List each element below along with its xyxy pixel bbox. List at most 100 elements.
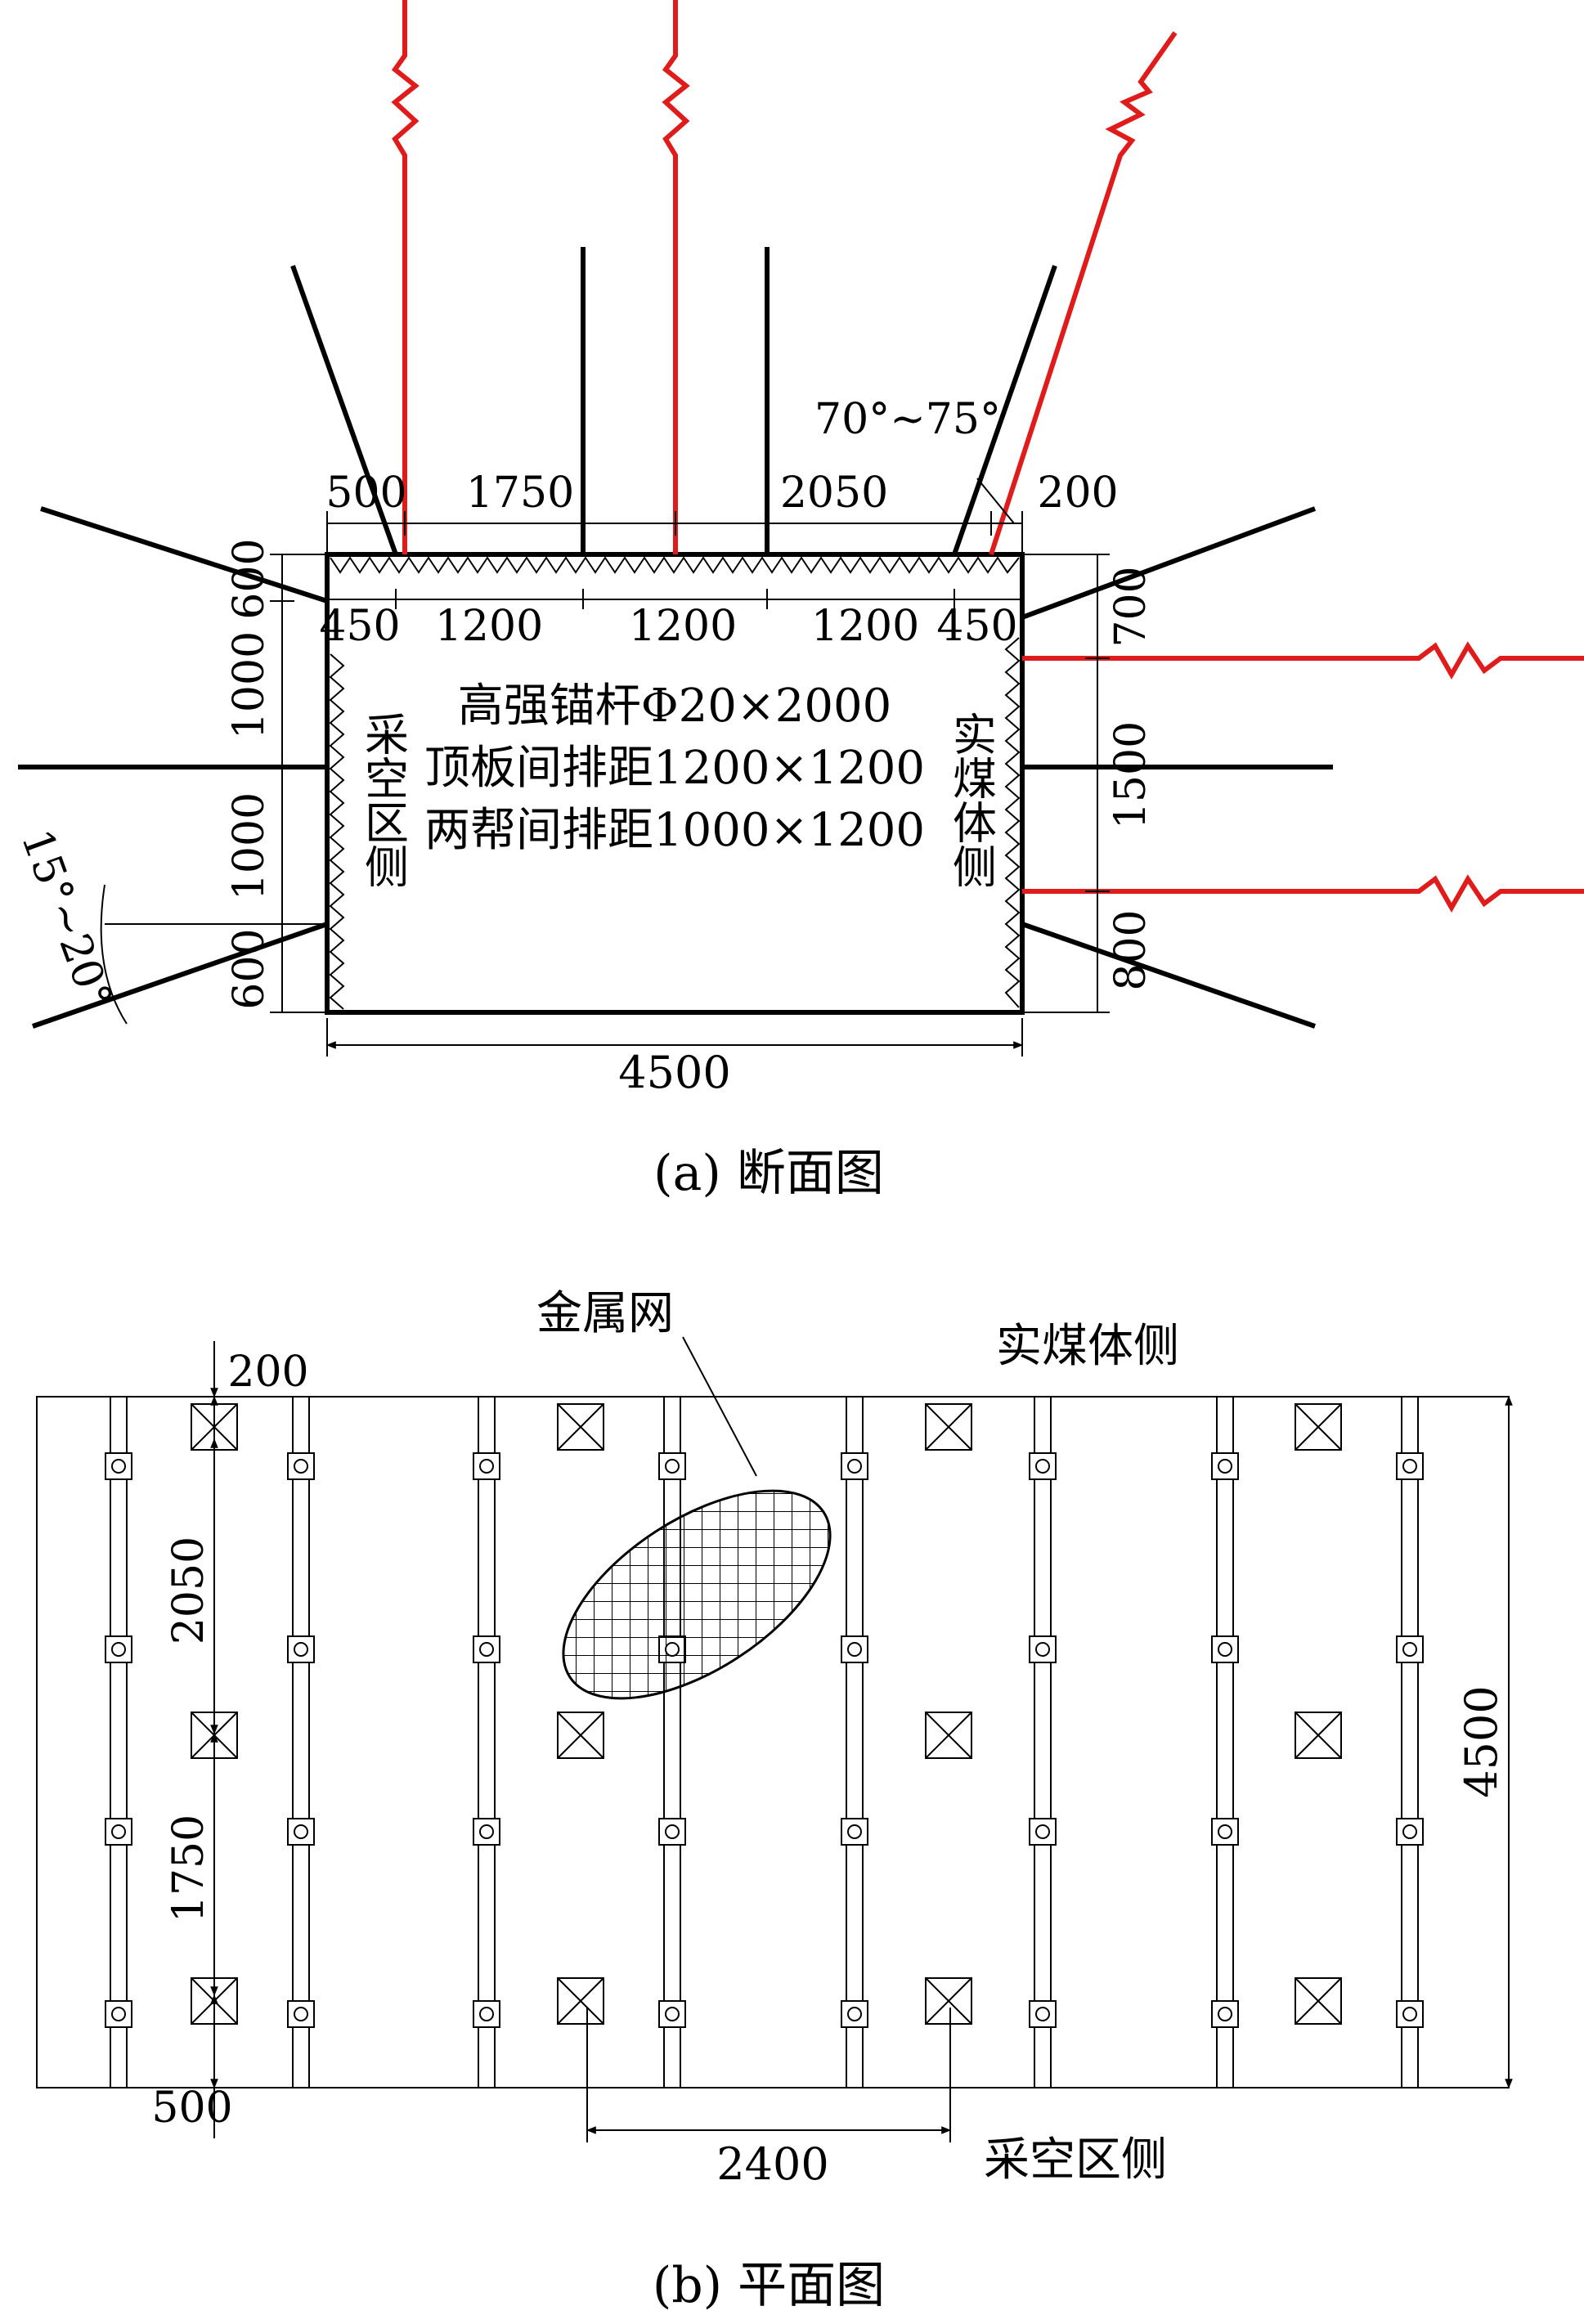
roof-angle-leader [976, 478, 1015, 524]
bolt-plates [105, 1452, 1424, 2028]
roof-bolt-left-angled [290, 264, 398, 556]
bolt-head [847, 1459, 862, 1474]
section-caption: (a) 断面图 [653, 1145, 884, 1202]
plan-dim-200: 200 [227, 1348, 308, 1397]
bolt-head [111, 2007, 126, 2021]
left-rib-mesh-zigzag [329, 653, 345, 1010]
cable-plate-cross [557, 1977, 604, 2025]
dim-roof-1200-b: 1200 [629, 602, 737, 651]
dim-top-2050: 2050 [780, 469, 888, 518]
cable-plate-cross [925, 1977, 972, 2025]
bolt-head [1402, 1459, 1417, 1474]
bolt-plate [841, 1635, 868, 1663]
section-view: 500 1750 2050 200 70°~75° 450 1200 1200 … [11, 0, 1584, 1202]
bolt-head [111, 1824, 126, 1839]
plan-dim-1750: 1750 [164, 1815, 213, 1922]
bolt-head [1035, 1459, 1050, 1474]
dim-left-1000-a: 1000 [225, 631, 274, 739]
dim-top-200: 200 [1037, 469, 1118, 518]
left-rib-bolt-top [40, 506, 328, 603]
dim-left-1000-b: 1000 [225, 792, 274, 900]
coal-side-label: 实煤体侧 [945, 711, 997, 888]
cable-plate-cross [925, 1712, 972, 1759]
cable-plate-cross [1295, 1403, 1342, 1451]
bolt-head [1402, 2007, 1417, 2021]
dim-left-600-bottom: 600 [225, 928, 274, 1009]
bolt-plate [1029, 1818, 1057, 1846]
cable-plate-cross [557, 1712, 604, 1759]
bolt-head [1035, 1824, 1050, 1839]
mesh-label: 金属网 [536, 1287, 674, 1340]
plan-dim-4500: 4500 [1456, 1685, 1507, 1797]
bolt-head [665, 1459, 680, 1474]
bolt-head [1218, 1642, 1232, 1657]
bolt-head [111, 1642, 126, 1657]
bolt-head [1218, 2007, 1232, 2021]
mesh-leader [682, 1336, 757, 1477]
right-rib-mesh-zigzag [1004, 637, 1021, 1008]
plan-caption: (b) 平面图 [653, 2257, 885, 2314]
roof-mesh-zigzag [330, 556, 1020, 574]
bolt-head [294, 1642, 308, 1657]
plan-dim-500: 500 [151, 2084, 232, 2133]
right-rib-bolt-bottom [1021, 922, 1316, 1029]
dim-roof-450-right: 450 [936, 602, 1017, 651]
cable-plate-cross [1295, 1977, 1342, 2025]
rib-angle-label: 15°~20° [11, 823, 121, 1016]
right-rib-cable-top [1022, 641, 1584, 680]
roof-cable-3-angled [989, 31, 1178, 555]
right-rib-bolt-top [1021, 506, 1317, 620]
metal-mesh-outline [562, 1489, 832, 1700]
bolt-head [294, 2007, 308, 2021]
cable-plate-cross [1295, 1712, 1342, 1759]
bolt-head [294, 1459, 308, 1474]
bolt-head [1218, 1824, 1232, 1839]
bolt-spec-text: 高强锚杆Φ20×2000 [458, 680, 892, 733]
plan-dim-2050: 2050 [164, 1537, 213, 1644]
steel-belts [110, 1397, 1419, 2088]
dim-top-1750: 1750 [466, 469, 574, 518]
bolt-plate [1396, 1818, 1424, 1846]
roof-bolt-right-angled [952, 265, 1057, 555]
left-rib-bolt-bottom [32, 922, 328, 1029]
bolt-head [847, 2007, 862, 2021]
bolt-head [479, 1824, 494, 1839]
plan-goaf-side-label: 采空区侧 [984, 2133, 1167, 2187]
bolt-plate [1396, 1452, 1424, 1480]
plan-view: 金属网 实煤体侧 采空区侧 200 2050 1750 500 2400 450… [36, 1287, 1513, 2314]
roof-spacing-text: 顶板间排距1200×1200 [424, 742, 925, 795]
bolt-plate [1029, 2000, 1057, 2028]
roof-cable-2 [662, 0, 690, 554]
bolt-head [847, 1642, 862, 1657]
bolt-head [111, 1459, 126, 1474]
bolt-head [479, 1459, 494, 1474]
bolt-head [1035, 1642, 1050, 1657]
dim-roof-1200-a: 1200 [435, 602, 543, 651]
right-rib-cable-bottom [1022, 874, 1584, 913]
dim-width-4500: 4500 [618, 1047, 730, 1098]
bolt-head [665, 1824, 680, 1839]
bolt-plate [105, 2000, 132, 2028]
dim-right-700: 700 [1106, 566, 1155, 647]
bolt-head [847, 1824, 862, 1839]
roof-angle-label: 70°~75° [814, 395, 1001, 444]
bolt-head [294, 1824, 308, 1839]
plan-dim-2400: 2400 [716, 2138, 828, 2190]
bolt-head [479, 2007, 494, 2021]
dim-right-800: 800 [1106, 909, 1155, 990]
bolt-head [1218, 1459, 1232, 1474]
cable-plate-cross [557, 1403, 604, 1451]
cable-plate-cross [925, 1403, 972, 1451]
rib-angle-arc [100, 884, 128, 1025]
bolt-plate [1396, 2000, 1424, 2028]
bolt-head [665, 2007, 680, 2021]
dim-left-600-top: 600 [225, 538, 274, 619]
bolt-plate [473, 2000, 500, 2028]
bolt-head [1035, 2007, 1050, 2021]
rib-spacing-text: 两帮间排距1000×1200 [424, 804, 925, 857]
plan-coal-side-label: 实煤体侧 [996, 1320, 1179, 1373]
roof-cable-1 [391, 0, 420, 554]
dim-roof-450-left: 450 [319, 602, 400, 651]
dim-roof-1200-c: 1200 [811, 602, 919, 651]
dim-right-1500: 1500 [1106, 721, 1155, 829]
